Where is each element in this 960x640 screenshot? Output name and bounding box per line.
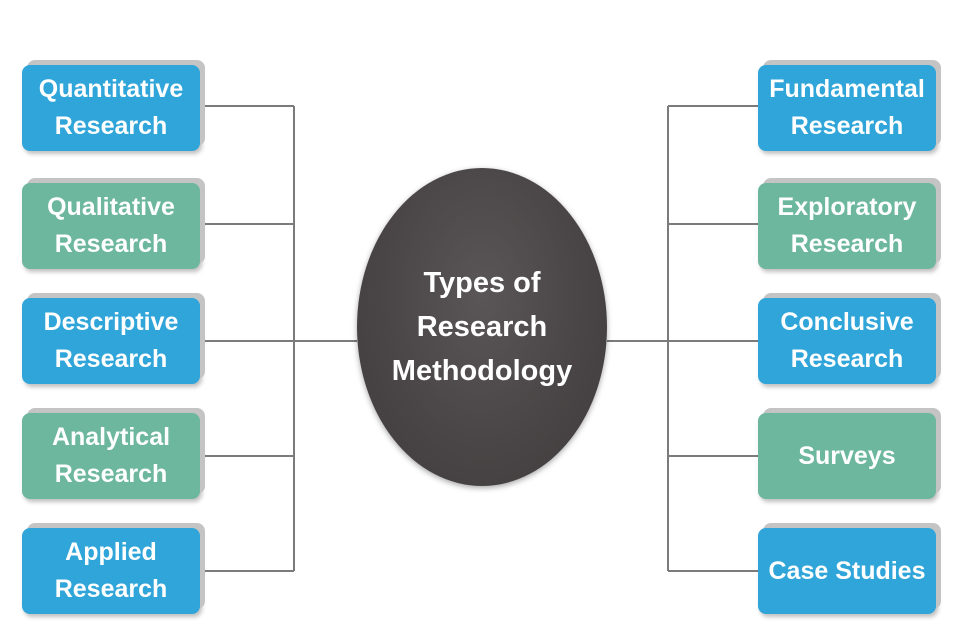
exploratory-research-box: Exploratory Research [758,183,936,269]
qualitative-research-box: Qualitative Research [22,183,200,269]
analytical-research-box: Analytical Research [22,413,200,499]
conclusive-research-box: Conclusive Research [758,298,936,384]
fundamental-research-box: Fundamental Research [758,65,936,151]
center-topic-circle: Types of Research Methodology [357,168,607,486]
case-studies-box: Case Studies [758,528,936,614]
applied-research-box: Applied Research [22,528,200,614]
quantitative-research-box: Quantitative Research [22,65,200,151]
descriptive-research-box: Descriptive Research [22,298,200,384]
surveys-box: Surveys [758,413,936,499]
